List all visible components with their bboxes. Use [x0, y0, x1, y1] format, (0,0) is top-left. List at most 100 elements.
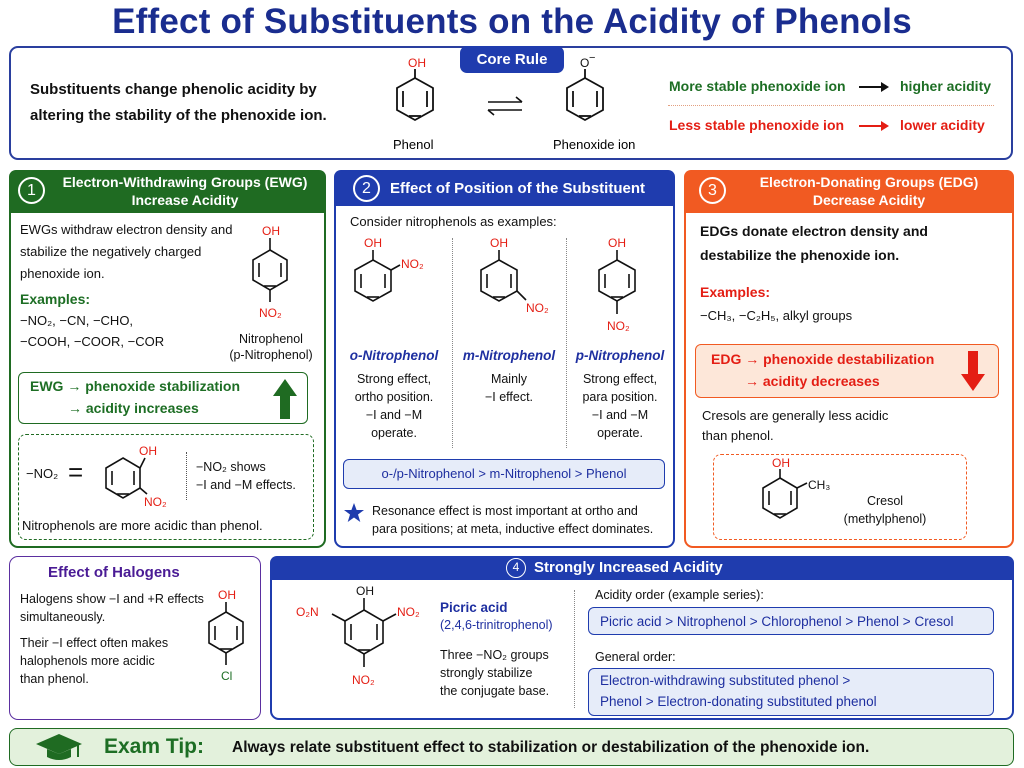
- position-number-badge: 2: [353, 175, 380, 202]
- phenoxide-charge: −: [589, 56, 595, 64]
- ewg-header-line1: Electron-Withdrawing Groups (EWG): [62, 174, 308, 190]
- position-order: o-/p-Nitrophenol > m-Nitrophenol > Pheno…: [381, 466, 627, 481]
- p-nitrophenol-l1: Strong effect,: [582, 372, 658, 386]
- edg-number-badge: 3: [699, 177, 726, 204]
- halogens-header: Effect of Halogens: [48, 564, 180, 581]
- picric-name: Picric acid: [440, 600, 508, 615]
- edg-desc-line1: EDGs donate electron density and: [700, 223, 928, 239]
- m-nitrophenol-no2: NO₂: [526, 301, 549, 315]
- arrow-right-icon: [859, 121, 889, 131]
- arrow-down-icon: [961, 351, 985, 391]
- picric-oh: OH: [356, 584, 374, 598]
- m-nitrophenol-oh: OH: [490, 236, 508, 250]
- ewg-equals: =: [68, 457, 84, 487]
- cresol-label1: Cresol: [866, 494, 904, 508]
- rule1-right: higher acidity: [900, 78, 992, 94]
- rule-divider: [668, 105, 994, 106]
- p-nitrophenol-l3: −I and −M: [591, 408, 649, 422]
- edg-cresol-inset: [713, 454, 967, 540]
- chlorophenol-oh: OH: [218, 588, 236, 602]
- nitrophenol-inset-structure: OH NO₂: [105, 444, 167, 509]
- phenoxide-label: Phenoxide ion: [553, 137, 635, 152]
- picric-sub: (2,4,6-trinitrophenol): [440, 618, 553, 632]
- o-nitrophenol-oh: OH: [364, 236, 382, 250]
- edg-callout-line2: → acidity decreases: [745, 373, 880, 389]
- o-nitrophenol-l2: ortho position.: [354, 390, 434, 404]
- column-divider: [452, 238, 453, 448]
- position-order-box: [343, 459, 665, 489]
- position-intro: Consider nitrophenols as examples:: [350, 214, 557, 229]
- cresol-oh: OH: [772, 456, 790, 470]
- edg-callout: [695, 344, 999, 398]
- acid-order-box: [588, 607, 994, 635]
- position-header: [334, 170, 675, 206]
- arrow-up-icon: [273, 379, 297, 419]
- ewg-callout-line2: → acidity increases: [68, 400, 199, 416]
- core-rule-label: Core Rule: [460, 46, 564, 73]
- edg-desc-line2: destabilize the phenoxide ion.: [700, 247, 900, 263]
- core-text-line1: Substituents change phenolic acidity by: [30, 81, 317, 98]
- star-icon: [344, 503, 364, 522]
- page-title: Effect of Substituents on the Acidity of…: [112, 2, 912, 41]
- ewg-callout: [18, 372, 308, 424]
- ewg-examples-line2: −COOH, −COOR, −COR: [20, 334, 165, 349]
- p-nitrophenol-position-structure: OH NO₂: [598, 236, 636, 333]
- edg-examples: −CH₃, −C₂H₅, alkyl groups: [700, 308, 853, 323]
- o-nitrophenol-l1: Strong effect,: [356, 372, 432, 386]
- picric-acid-structure: OH O₂N NO₂ NO₂: [296, 584, 420, 687]
- ewg-footer: Nitrophenols are more acidic than phenol…: [22, 518, 263, 533]
- chlorophenol-structure: OH Cl: [208, 588, 244, 683]
- phenoxide-structure: [566, 69, 604, 122]
- edg-header: [684, 170, 1014, 213]
- strong-acidity-header: [270, 556, 1014, 580]
- exam-tip-bar: [9, 728, 1014, 766]
- picric-no2-right: NO₂: [397, 605, 420, 619]
- cresol-structure: OH CH₃: [762, 456, 830, 519]
- rule2-left: Less stable phenoxide ion: [669, 117, 845, 133]
- ewg-number-badge: 1: [18, 177, 45, 204]
- ewg-desc-line1: EWGs withdraw electron density and: [20, 222, 233, 237]
- column-divider: [566, 238, 567, 448]
- phenol-equilibrium-diagram: OH Phenol O − Phenoxide ion: [393, 56, 635, 152]
- m-nitrophenol-structure: OH NO₂: [480, 236, 549, 315]
- m-nitrophenol-name: m-Nitrophenol: [462, 348, 556, 363]
- strong-header-text: Strongly Increased Acidity: [534, 559, 723, 576]
- general-order-box: [588, 668, 994, 716]
- strong-number-badge: 4: [506, 558, 526, 578]
- halogens-l1: Halogens show −I and +R effects: [20, 592, 204, 606]
- phenol-structure: [396, 69, 434, 122]
- edg-callout-line1: EDG → phenoxide destabilization: [711, 351, 935, 367]
- equilibrium-arrows-icon: [487, 96, 523, 116]
- o-nitrophenol-no2: NO₂: [401, 257, 424, 271]
- p-nitrophenol-no2: NO₂: [259, 306, 282, 320]
- ewg-shows-line1: −NO₂ shows: [196, 460, 266, 474]
- halogens-l3: Their −I effect often makes: [20, 636, 169, 650]
- arrow-right-icon: [859, 82, 889, 92]
- cresol-ch3: CH₃: [808, 478, 830, 492]
- general-order-line2: Phenol > Electron-donating substituted p…: [600, 694, 877, 709]
- p-nitrophenol-name: p-Nitrophenol: [575, 348, 665, 363]
- general-order-label: General order:: [595, 650, 676, 664]
- phenol-oh: OH: [408, 56, 426, 70]
- ewg-shows-line2: −I and −M effects.: [196, 478, 296, 492]
- picric-three-l1: Three −NO₂ groups: [440, 648, 549, 662]
- o-nitrophenol-l3: −I and −M: [365, 408, 423, 422]
- ewg-examples-label: Examples:: [20, 291, 91, 307]
- p-nitrophenol-oh: OH: [262, 224, 280, 238]
- picric-three-l2: strongly stabilize: [440, 666, 533, 680]
- rule2-right: lower acidity: [900, 117, 985, 133]
- ewg-desc-line2: stabilize the negatively charged: [20, 244, 202, 259]
- edg-cresol-line2: than phenol.: [702, 428, 774, 443]
- inset-divider: [186, 452, 187, 500]
- phenoxide-o: O: [580, 56, 589, 70]
- graduation-cap-icon: [36, 734, 82, 760]
- ewg-mol-label2: (p-Nitrophenol): [229, 348, 313, 362]
- halogens-l4: halophenols more acidic: [20, 654, 155, 668]
- ewg-callout-line1: EWG → phenoxide stabilization: [30, 378, 241, 394]
- o-nitrophenol-structure: OH NO₂: [354, 236, 424, 302]
- m-nitrophenol-l2: −I effect.: [484, 390, 534, 404]
- ewg-header-line2: Increase Acidity: [131, 192, 239, 208]
- general-order-line1: Electron-withdrawing substituted phenol …: [600, 673, 851, 688]
- o-nitrophenol-name: o-Nitrophenol: [349, 348, 439, 363]
- p-nitrophenol-l2: para position.: [582, 390, 658, 404]
